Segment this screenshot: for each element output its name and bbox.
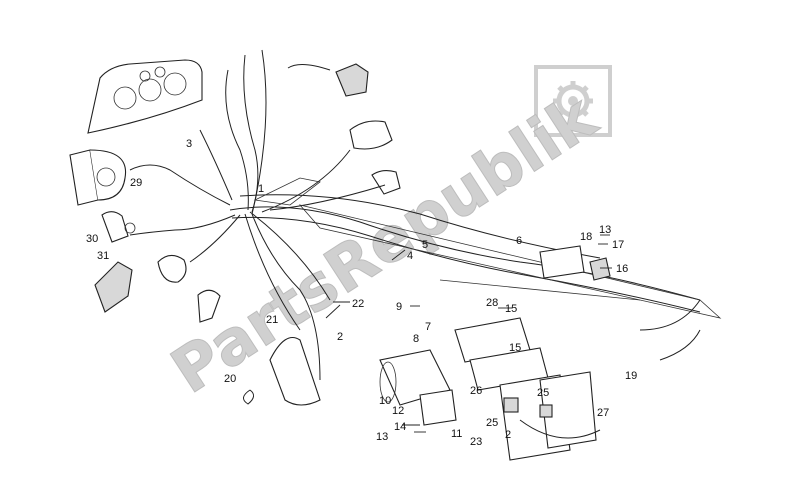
wire-clip bbox=[243, 389, 254, 405]
callout-15a: 15 bbox=[505, 303, 517, 315]
callout-20: 20 bbox=[224, 373, 236, 385]
callout-25b: 25 bbox=[486, 417, 498, 429]
callout-13a: 13 bbox=[599, 224, 611, 236]
rear-light bbox=[94, 261, 133, 313]
callout-11: 11 bbox=[451, 428, 462, 440]
horn bbox=[157, 254, 221, 323]
headlight bbox=[69, 149, 127, 206]
indicator-bulb bbox=[101, 211, 136, 243]
callout-12: 12 bbox=[392, 405, 404, 417]
callout-19: 19 bbox=[625, 370, 637, 382]
callout-9: 9 bbox=[396, 301, 402, 313]
callout-15b: 15 bbox=[509, 342, 521, 354]
handlebar-switch-right bbox=[335, 63, 401, 195]
callout-7: 7 bbox=[425, 321, 431, 333]
callout-6: 6 bbox=[516, 235, 522, 247]
callout-27: 27 bbox=[597, 407, 609, 419]
main-harness bbox=[129, 49, 701, 381]
callout-22: 22 bbox=[352, 298, 364, 310]
callout-17: 17 bbox=[612, 239, 624, 251]
callout-1: 1 bbox=[258, 183, 264, 195]
cable-guard bbox=[269, 336, 321, 406]
callout-8: 8 bbox=[413, 333, 419, 345]
callout-28: 28 bbox=[486, 297, 498, 309]
callout-23: 23 bbox=[470, 436, 482, 448]
callout-29: 29 bbox=[130, 177, 142, 189]
callout-2b: 2 bbox=[505, 429, 511, 441]
callout-30: 30 bbox=[86, 233, 98, 245]
callout-13b: 13 bbox=[376, 431, 388, 443]
rear-wires bbox=[639, 299, 701, 361]
callout-21: 21 bbox=[266, 314, 278, 326]
callout-25a: 25 bbox=[537, 387, 549, 399]
engine-electrics bbox=[379, 317, 601, 461]
callouts: 1 2 2 3 4 5 6 7 8 9 10 11 12 13 13 14 15… bbox=[86, 138, 637, 448]
callout-16: 16 bbox=[616, 263, 628, 275]
leader-lines bbox=[325, 234, 612, 433]
instrument-cluster bbox=[87, 59, 203, 134]
gear-icon bbox=[534, 65, 612, 137]
callout-2: 2 bbox=[337, 331, 343, 343]
callout-10: 10 bbox=[379, 395, 391, 407]
callout-14: 14 bbox=[394, 421, 406, 433]
callout-5: 5 bbox=[422, 239, 428, 251]
callout-4: 4 bbox=[407, 250, 413, 262]
callout-18: 18 bbox=[580, 231, 592, 243]
callout-3: 3 bbox=[186, 138, 192, 150]
callout-26: 26 bbox=[470, 385, 482, 397]
callout-31: 31 bbox=[97, 250, 109, 262]
relay-box bbox=[539, 245, 611, 281]
